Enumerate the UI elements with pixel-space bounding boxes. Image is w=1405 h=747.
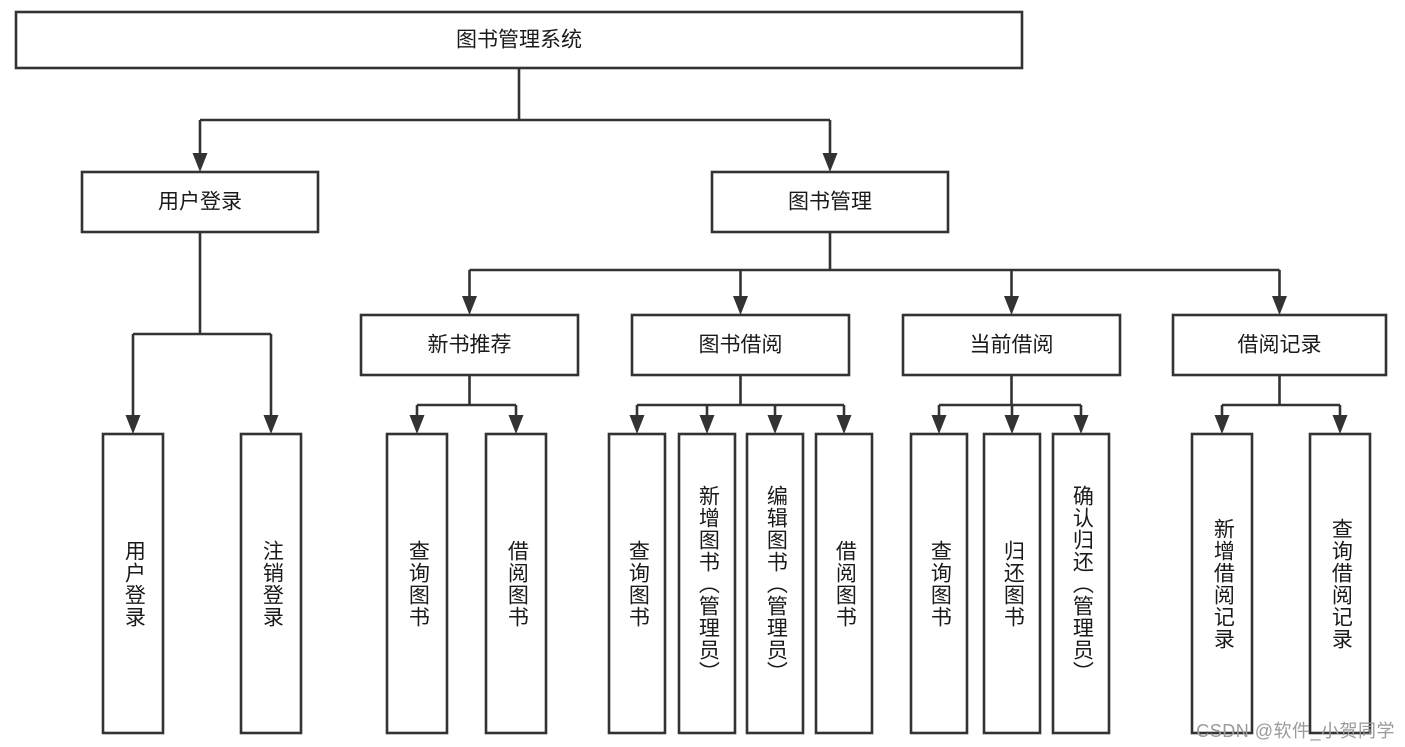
- leaf-box[interactable]: [909, 432, 969, 735]
- leaf-node[interactable]: [745, 432, 805, 735]
- leaf-box[interactable]: [745, 432, 805, 735]
- arrow-head-icon: [462, 296, 477, 315]
- level3-node[interactable]: 新书推荐: [359, 313, 580, 377]
- arrow-head-icon: [1214, 415, 1230, 434]
- leaf-box[interactable]: [484, 432, 548, 735]
- leaf-box[interactable]: [239, 432, 303, 735]
- level2-box[interactable]: [710, 170, 950, 234]
- leaf-node[interactable]: [677, 432, 737, 735]
- connector-edges-layer: [125, 68, 1348, 434]
- leaf-node[interactable]: [1051, 432, 1111, 735]
- root-label: 图书管理系统: [456, 29, 582, 52]
- level3-node[interactable]: 图书借阅: [630, 313, 851, 377]
- leaf-box[interactable]: [1051, 432, 1111, 735]
- level3-label: 新书推荐: [428, 334, 512, 357]
- leaf-box[interactable]: [607, 432, 667, 735]
- leaf-node[interactable]: [385, 432, 449, 735]
- leaf-box[interactable]: [982, 432, 1042, 735]
- arrow-head-icon: [1004, 415, 1020, 434]
- level3-label: 借阅记录: [1238, 334, 1322, 357]
- leaf-box[interactable]: [1190, 432, 1254, 735]
- arrow-head-icon: [409, 415, 425, 434]
- arrow-head-icon: [263, 415, 279, 434]
- leaf-node[interactable]: [239, 432, 303, 735]
- leaf-box[interactable]: [101, 432, 165, 735]
- root-node[interactable]: 图书管理系统: [14, 10, 1024, 70]
- leaf-box[interactable]: [814, 432, 874, 735]
- level2-label: 用户登录: [158, 191, 242, 214]
- leaf-node[interactable]: [1308, 432, 1372, 735]
- arrow-head-icon: [1332, 415, 1348, 434]
- level3-box[interactable]: [901, 313, 1122, 377]
- leaf-node[interactable]: [982, 432, 1042, 735]
- arrow-head-icon: [1272, 296, 1287, 315]
- leaf-box[interactable]: [385, 432, 449, 735]
- leaf-box[interactable]: [677, 432, 737, 735]
- level3-box[interactable]: [359, 313, 580, 377]
- leaf-node[interactable]: [909, 432, 969, 735]
- level3-box[interactable]: [1171, 313, 1388, 377]
- level2-label: 图书管理: [788, 191, 872, 214]
- arrow-head-icon: [699, 415, 715, 434]
- arrow-head-icon: [1073, 415, 1089, 434]
- arrow-head-icon: [1004, 296, 1019, 315]
- arrow-head-icon: [836, 415, 852, 434]
- level3-node[interactable]: 借阅记录: [1171, 313, 1388, 377]
- csdn-watermark: CSDN @软件_小贺同学: [1196, 721, 1395, 741]
- arrow-head-icon: [733, 296, 748, 315]
- leaf-node[interactable]: [1190, 432, 1254, 735]
- level3-label: 图书借阅: [699, 334, 783, 357]
- arrow-head-icon: [125, 415, 141, 434]
- root-box[interactable]: [14, 10, 1024, 70]
- level2-box[interactable]: [80, 170, 320, 234]
- leaf-node[interactable]: [101, 432, 165, 735]
- leaf-node[interactable]: [814, 432, 874, 735]
- arrow-head-icon: [767, 415, 783, 434]
- level2-node[interactable]: 图书管理: [710, 170, 950, 234]
- level3-box[interactable]: [630, 313, 851, 377]
- level3-node[interactable]: 当前借阅: [901, 313, 1122, 377]
- leaf-box[interactable]: [1308, 432, 1372, 735]
- arrow-head-icon: [192, 153, 208, 172]
- leaf-node[interactable]: [484, 432, 548, 735]
- arrow-head-icon: [822, 153, 838, 172]
- level3-label: 当前借阅: [970, 334, 1054, 357]
- leaf-node[interactable]: [607, 432, 667, 735]
- arrow-head-icon: [508, 415, 524, 434]
- arrow-head-icon: [629, 415, 645, 434]
- level2-node[interactable]: 用户登录: [80, 170, 320, 234]
- arrow-head-icon: [931, 415, 947, 434]
